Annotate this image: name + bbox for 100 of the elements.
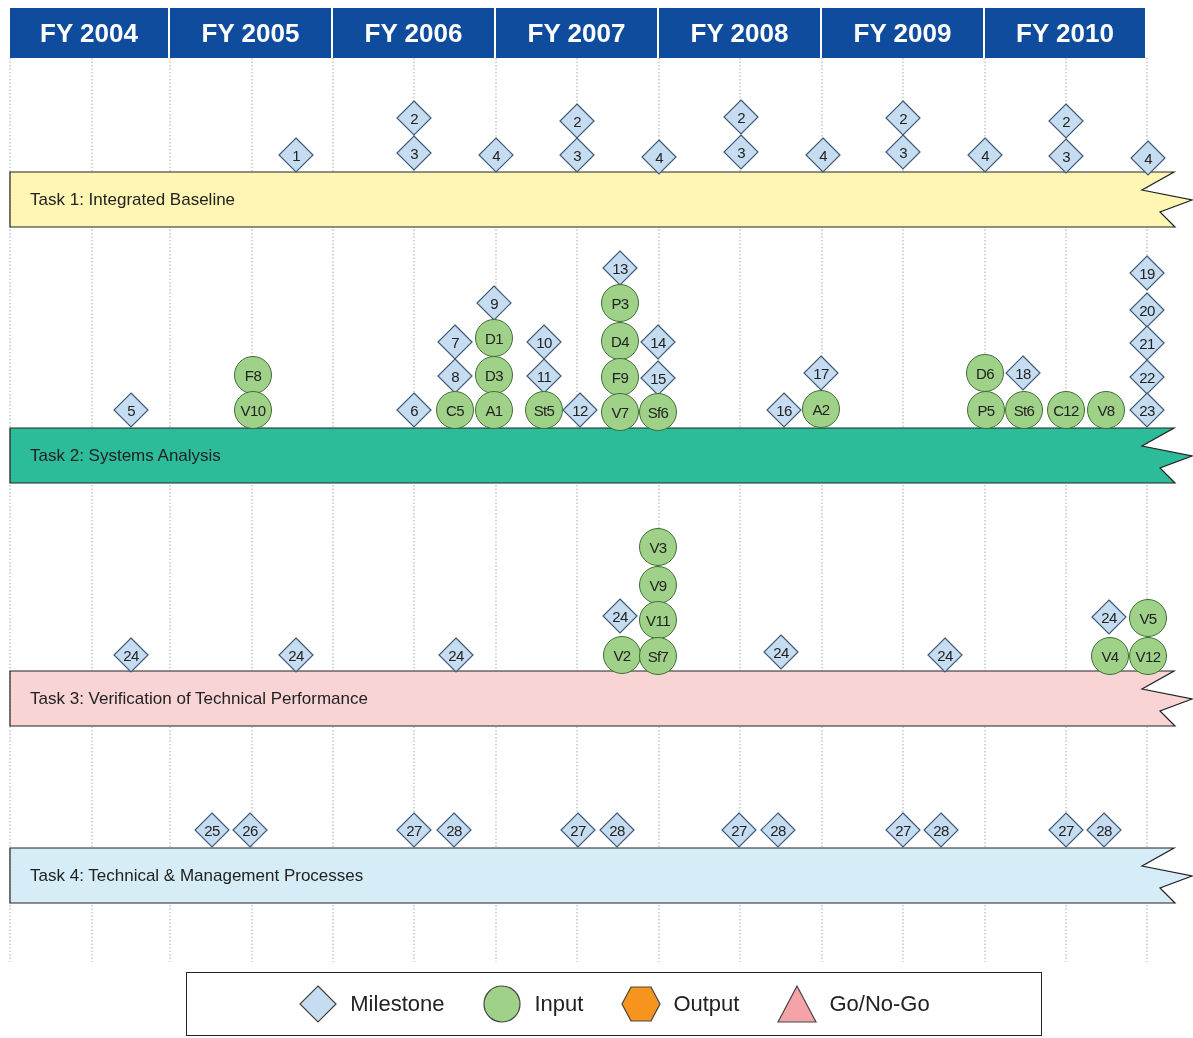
- milestone-diamond: [278, 137, 314, 173]
- marker-label: C12: [1053, 401, 1079, 419]
- marker-label: 19: [1139, 264, 1155, 282]
- marker-label: 28: [446, 821, 462, 839]
- year-header: FY 2007: [496, 8, 659, 58]
- input-circle: [234, 356, 272, 394]
- marker-label: 4: [981, 146, 989, 164]
- marker-label: D3: [485, 366, 503, 384]
- marker-label: 4: [492, 146, 500, 164]
- marker-label: 20: [1139, 301, 1155, 319]
- marker-label: 28: [1096, 821, 1112, 839]
- year-header: FY 2004: [10, 8, 170, 58]
- marker-label: 24: [612, 607, 628, 625]
- milestone-diamond: [476, 285, 512, 321]
- marker-label: 27: [570, 821, 586, 839]
- task-band: [10, 172, 1193, 227]
- marker-label: D6: [976, 364, 994, 382]
- marker-label: 3: [410, 144, 418, 162]
- input-circle: [1129, 637, 1167, 675]
- milestone-diamond: [559, 103, 595, 139]
- milestone-diamond: [478, 137, 514, 173]
- marker-label: 4: [1144, 149, 1152, 167]
- marker-label: 15: [650, 369, 666, 387]
- milestone-diamond: [1005, 355, 1041, 391]
- marker-label: 16: [776, 401, 792, 419]
- marker-label: 24: [773, 643, 789, 661]
- marker-label: 2: [1062, 112, 1070, 130]
- marker-label: 23: [1139, 401, 1155, 419]
- input-circle: [639, 528, 677, 566]
- marker-label: 3: [573, 146, 581, 164]
- marker-label: 4: [819, 146, 827, 164]
- input-circle: [639, 566, 677, 604]
- input-circle: [639, 393, 677, 431]
- input-circle: [802, 390, 840, 428]
- input-circle: [601, 284, 639, 322]
- task-band: [10, 428, 1193, 483]
- legend-label: Milestone: [350, 991, 445, 1017]
- input-circle: [1091, 637, 1129, 675]
- year-header: FY 2008: [659, 8, 822, 58]
- marker-label: 27: [1058, 821, 1074, 839]
- marker-label: St6: [1013, 401, 1035, 419]
- input-circle: [234, 391, 272, 429]
- year-header: FY 2009: [822, 8, 985, 58]
- marker-label: 21: [1139, 334, 1155, 352]
- milestone-diamond: [967, 137, 1003, 173]
- milestone-diamond: [602, 598, 638, 634]
- input-circle: [639, 637, 677, 675]
- task-band: [10, 848, 1193, 903]
- marker-label: 11: [536, 367, 552, 385]
- milestone-diamond: [1091, 599, 1127, 635]
- marker-label: 24: [123, 646, 139, 664]
- marker-label: 2: [737, 108, 745, 126]
- marker-label: 2: [899, 109, 907, 127]
- milestone-diamond: [885, 100, 921, 136]
- marker-label: 22: [1139, 368, 1155, 386]
- milestone-diamond: [437, 324, 473, 360]
- milestone-diamond: [1129, 325, 1165, 361]
- task-label: Task 3: Verification of Technical Performance: [30, 688, 368, 709]
- marker-label: 14: [650, 333, 666, 351]
- marker-label: 17: [813, 364, 829, 382]
- marker-label: Sf6: [647, 403, 669, 421]
- marker-label: A2: [812, 400, 830, 418]
- milestone-diamond: [640, 324, 676, 360]
- marker-label: V12: [1135, 647, 1161, 665]
- task-label: Task 1: Integrated Baseline: [30, 189, 236, 210]
- marker-label: 25: [204, 821, 220, 839]
- milestone-diamond: [805, 137, 841, 173]
- marker-label: V10: [240, 401, 266, 419]
- input-circle: [475, 356, 513, 394]
- milestone-diamond: [1129, 359, 1165, 395]
- legend-label: Input: [534, 991, 584, 1017]
- milestone-diamond: [1048, 103, 1084, 139]
- milestone-diamond: [723, 99, 759, 135]
- marker-label: 18: [1015, 364, 1031, 382]
- marker-label: 24: [1101, 608, 1117, 626]
- marker-label: D4: [611, 332, 629, 350]
- input-circle: [639, 601, 677, 639]
- marker-label: 27: [731, 821, 747, 839]
- input-circle: [475, 319, 513, 357]
- input-circle: [967, 391, 1005, 429]
- milestone-diamond: [640, 360, 676, 396]
- input-circle: [1087, 391, 1125, 429]
- marker-label: 1: [292, 146, 300, 164]
- year-header: FY 2005: [170, 8, 333, 58]
- marker-label: D1: [485, 329, 503, 347]
- input-circle: [966, 354, 1004, 392]
- marker-label: Sf7: [647, 647, 669, 665]
- milestone-diamond: [1130, 140, 1166, 176]
- milestone-diamond: [1129, 255, 1165, 291]
- input-circle: [601, 358, 639, 396]
- marker-label: P3: [611, 294, 629, 312]
- marker-label: 9: [490, 294, 498, 312]
- marker-label: 13: [612, 259, 628, 277]
- task-label: Task 4: Technical & Management Processes: [30, 865, 364, 886]
- milestone-diamond: [526, 324, 562, 360]
- marker-label: C5: [446, 401, 464, 419]
- marker-label: A1: [485, 401, 503, 419]
- marker-label: 3: [1062, 147, 1070, 165]
- marker-label: 26: [242, 821, 258, 839]
- input-circle: [603, 636, 641, 674]
